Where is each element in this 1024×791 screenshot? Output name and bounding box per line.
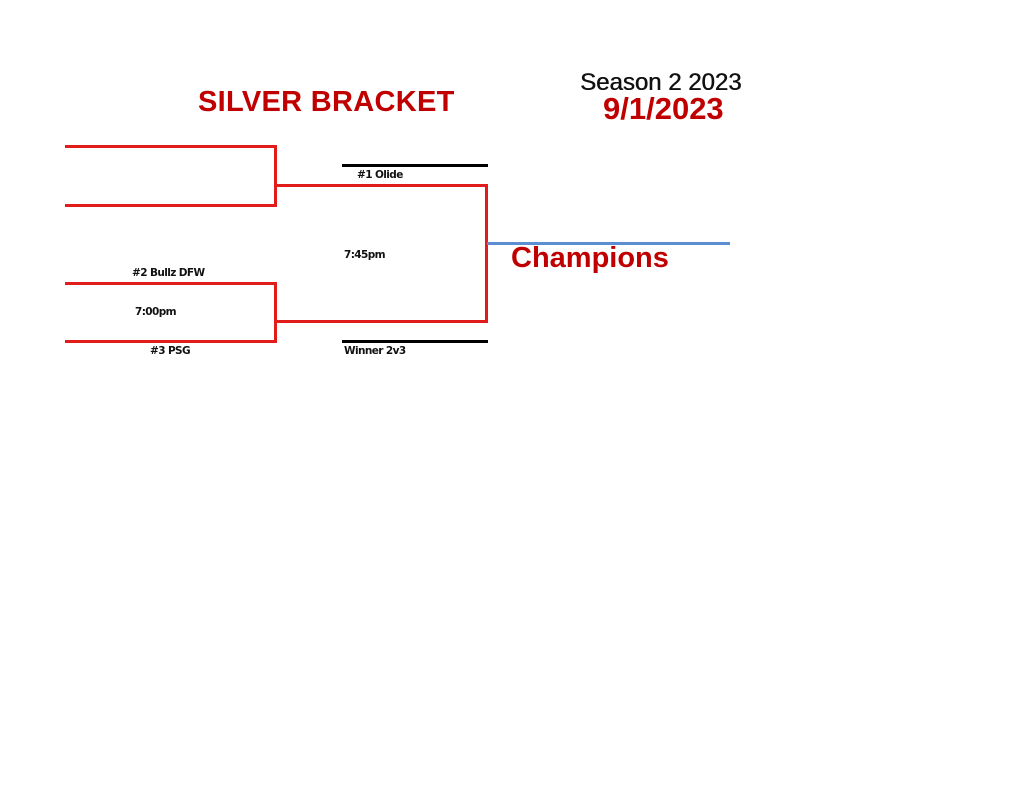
champion-line [487,242,730,245]
semifinal-time: 7:00pm [135,306,177,318]
champion-label: Champions [511,242,669,274]
bracket-line [65,340,277,343]
bracket-line [274,184,488,187]
page-title: SILVER BRACKET [198,86,455,118]
seed-line [342,340,488,343]
seed-line [342,164,488,167]
semifinal-team-bottom: #3 PSG [150,345,191,357]
bracket-line [65,204,277,207]
bracket-line [65,145,277,148]
bracket-line [274,320,488,323]
bracket-line [485,184,488,323]
bracket-line [65,282,277,285]
event-date: 9/1/2023 [603,91,724,126]
bracket-line [274,145,277,207]
semifinal-team-top: #2 Bullz DFW [132,267,205,279]
final-time: 7:45pm [344,249,386,261]
final-team-bottom: Winner 2v3 [344,345,406,357]
bracket-line [274,282,277,343]
final-team-top: #1 Olide [357,169,403,181]
season-label: Season 2 2023 [580,69,742,96]
